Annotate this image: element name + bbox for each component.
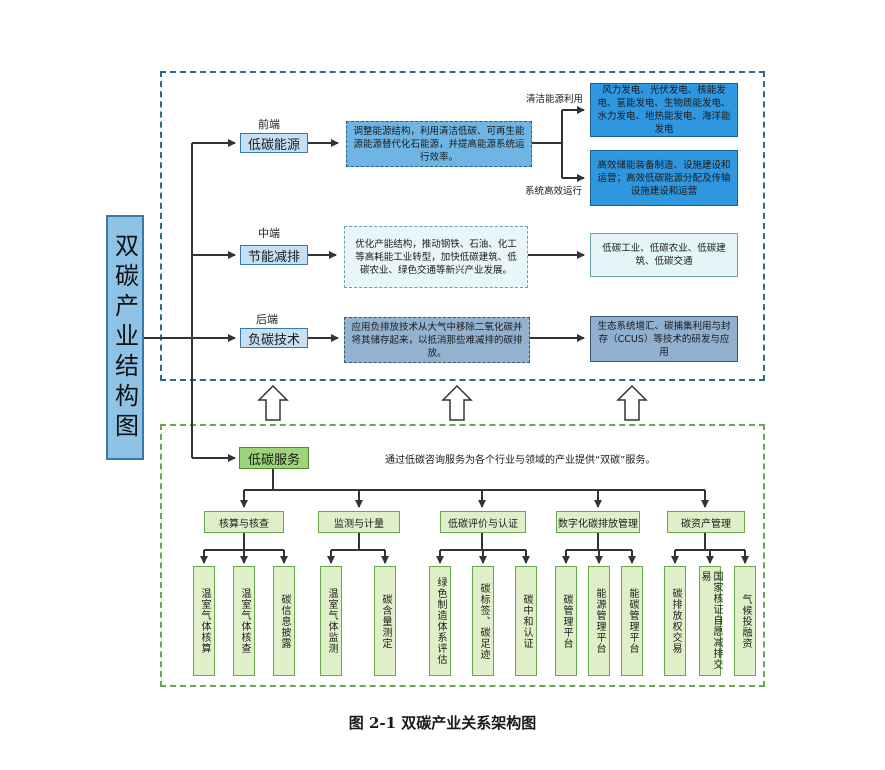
output-efficient-system: 高效储能装备制造、设施建设和运营；高效低碳能源分配及传输设施建设和运营: [590, 150, 738, 206]
category-negative-carbon: 负碳技术: [240, 328, 308, 348]
leaf-emission-trading: 碳排放权交易: [664, 566, 686, 676]
category-energy-saving: 节能减排: [240, 245, 308, 265]
leaf-ghg-verification: 温室气体核查: [233, 566, 255, 676]
leaf-carbon-platform: 碳管理平台: [555, 566, 577, 676]
upstream-frame: [160, 71, 765, 381]
output-clean-energy: 风力发电、光伏发电、核能发电、氢能发电、生物质能发电、水力发电、地热能发电、海洋…: [590, 83, 738, 137]
leaf-green-manufacturing: 绿色制造体系评估: [429, 566, 451, 676]
stage-label-front: 前端: [258, 118, 280, 131]
up-arrow-3: [616, 384, 648, 421]
up-arrow-2: [441, 384, 473, 421]
service-group-accounting: 核算与核查: [204, 511, 284, 533]
service-group-digital: 数字化碳排放管理: [556, 511, 640, 533]
service-group-monitoring: 监测与计量: [318, 511, 400, 533]
branch-label-clean-energy: 清洁能源利用: [526, 94, 584, 105]
leaf-energy-carbon-platform: 能碳管理平台: [621, 566, 643, 676]
description-low-carbon-energy: 调整能源结构，利用清洁低碳、可再生能源能源替代化石能源，并提高能源系统运行效率。: [346, 121, 532, 167]
service-description: 通过低碳咨询服务为各个行业与领域的产业提供“双碳”服务。: [385, 455, 656, 466]
leaf-carbon-content: 碳含量测定: [374, 566, 396, 676]
leaf-ghg-monitoring: 温室气体监测: [320, 566, 342, 676]
leaf-carbon-disclosure: 碳信息披露: [273, 566, 295, 676]
service-group-evaluation: 低碳评价与认证: [440, 511, 526, 533]
description-energy-saving: 优化产能结构，推动钢铁、石油、化工等高耗能工业转型，加快低碳建筑、低碳农业、绿色…: [344, 226, 528, 288]
output-energy-saving: 低碳工业、低碳农业、低碳建筑、低碳交通: [590, 233, 738, 277]
leaf-ghg-accounting: 温室气体核算: [193, 566, 215, 676]
leaf-climate-finance: 气候投融资: [734, 566, 756, 676]
service-frame: [160, 424, 765, 687]
description-negative-carbon: 应用负排放技术从大气中移除二氧化碳并将其储存起来，以抵消那些难减排的碳排放。: [344, 317, 530, 363]
up-arrow-1: [257, 384, 289, 421]
leaf-carbon-neutral: 碳中和认证: [515, 566, 537, 676]
stage-label-middle: 中端: [258, 227, 280, 240]
leaf-ccer-trading: 国家核证自愿减排交易: [699, 566, 722, 676]
leaf-energy-platform: 能源管理平台: [588, 566, 610, 676]
main-title: 双碳产业结构图: [106, 215, 144, 460]
leaf-carbon-label: 碳标签、碳足迹: [472, 566, 494, 676]
stage-label-back: 后端: [256, 313, 278, 326]
service-group-asset: 碳资产管理: [667, 511, 745, 533]
figure-caption: 图 2-1 双碳产业关系架构图: [348, 714, 537, 732]
branch-label-efficient-system: 系统高效运行: [525, 186, 583, 197]
output-negative-carbon: 生态系统增汇、碳捕集利用与封存（CCUS）等技术的研发与应用: [590, 316, 738, 362]
category-low-carbon-service: 低碳服务: [239, 447, 309, 469]
category-low-carbon-energy: 低碳能源: [240, 133, 308, 153]
